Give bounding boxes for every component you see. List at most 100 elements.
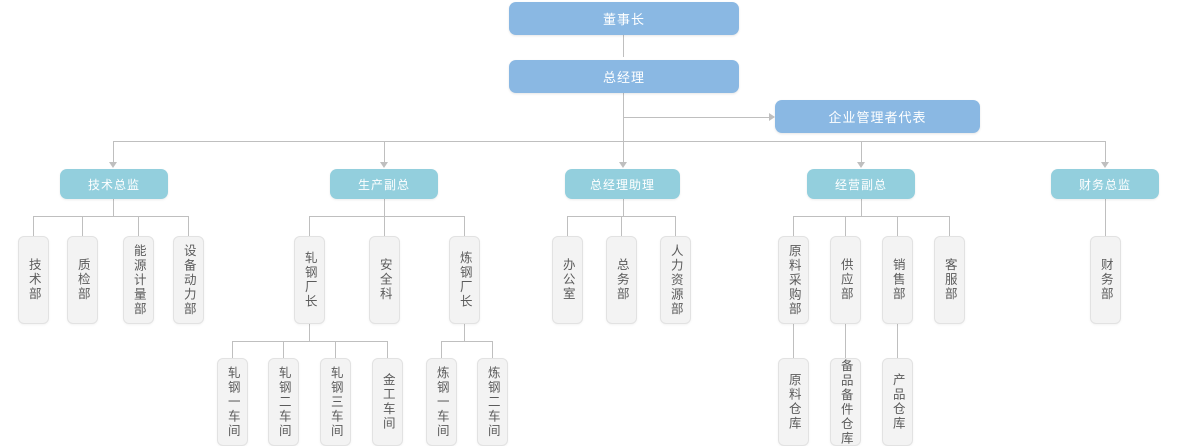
node-director-business[interactable]: 经营副总 bbox=[807, 169, 915, 199]
connector-prod-bus bbox=[309, 216, 464, 217]
node-workshop-machining-label: 金工车间 bbox=[380, 373, 396, 431]
connector-prod-stem bbox=[384, 199, 385, 216]
node-dept-supply[interactable]: 供应部 bbox=[830, 236, 861, 324]
node-dept-equipment-power-label: 设备动力部 bbox=[181, 243, 197, 317]
node-dept-human-resources-label: 人力资源部 bbox=[668, 243, 684, 317]
node-dept-customer-service-label: 客服部 bbox=[942, 258, 958, 302]
connector-prod-drop-0 bbox=[309, 216, 310, 236]
connector-finance-stem bbox=[1105, 199, 1106, 236]
connector-biz-bus bbox=[793, 216, 949, 217]
connector-drop-director-1 bbox=[384, 141, 385, 162]
node-director-production-label: 生产副总 bbox=[357, 177, 410, 192]
node-dept-finance[interactable]: 财务部 bbox=[1090, 236, 1121, 324]
node-workshop-steelmaking-2[interactable]: 炼钢二车间 bbox=[477, 358, 508, 446]
connector-biz-drop-0 bbox=[793, 216, 794, 236]
connector-tech-drop-1 bbox=[82, 216, 83, 236]
connector-director-bus bbox=[113, 141, 1106, 142]
node-workshop-rolling-1-label: 轧钢一车间 bbox=[225, 365, 241, 439]
node-dept-equipment-power[interactable]: 设备动力部 bbox=[173, 236, 204, 324]
connector-prod-drop-2 bbox=[464, 216, 465, 236]
connector-biz-drop-2 bbox=[897, 216, 898, 236]
node-dept-quality-inspection-label: 质检部 bbox=[75, 258, 91, 302]
node-workshop-rolling-3[interactable]: 轧钢三车间 bbox=[320, 358, 351, 446]
node-dept-steelmaking-director-label: 炼钢厂长 bbox=[457, 251, 473, 309]
node-dept-supply-label: 供应部 bbox=[838, 258, 854, 302]
arrow-down-director-4 bbox=[1101, 162, 1109, 168]
node-director-gm-assistant-label: 总经理助理 bbox=[589, 177, 655, 192]
node-warehouse-raw-material[interactable]: 原料仓库 bbox=[778, 358, 809, 446]
node-dept-office[interactable]: 办公室 bbox=[552, 236, 583, 324]
node-dept-human-resources[interactable]: 人力资源部 bbox=[660, 236, 691, 324]
node-director-technical-label: 技术总监 bbox=[87, 177, 140, 192]
node-dept-general-affairs-label: 总务部 bbox=[614, 258, 630, 302]
arrow-down-director-2 bbox=[619, 162, 627, 168]
node-dept-rolling-mill-director[interactable]: 轧钢厂长 bbox=[294, 236, 325, 324]
connector-gm-mgmt-rep bbox=[623, 117, 769, 118]
node-warehouse-product-label: 产品仓库 bbox=[890, 373, 906, 431]
node-director-business-label: 经营副总 bbox=[834, 177, 887, 192]
connector-drop-director-4 bbox=[1105, 141, 1106, 162]
node-warehouse-spare-parts[interactable]: 备品备件仓库 bbox=[830, 358, 861, 446]
node-dept-energy-metering-label: 能源计量部 bbox=[131, 243, 147, 317]
node-dept-customer-service[interactable]: 客服部 bbox=[934, 236, 965, 324]
connector-drop-director-2 bbox=[623, 141, 624, 162]
node-workshop-steelmaking-1[interactable]: 炼钢一车间 bbox=[426, 358, 457, 446]
connector-assist-stem bbox=[623, 199, 624, 216]
node-general-manager[interactable]: 总经理 bbox=[509, 60, 739, 93]
connector-tech-drop-3 bbox=[188, 216, 189, 236]
connector-assist-drop-1 bbox=[621, 216, 622, 236]
node-workshop-rolling-2-label: 轧钢二车间 bbox=[276, 365, 292, 439]
node-dept-safety[interactable]: 安全科 bbox=[369, 236, 400, 324]
node-director-gm-assistant[interactable]: 总经理助理 bbox=[565, 169, 680, 199]
node-chairman-label: 董事长 bbox=[602, 13, 645, 28]
connector-rolling-drop-0 bbox=[232, 341, 233, 358]
node-dept-safety-label: 安全科 bbox=[377, 258, 393, 302]
connector-tech-stem bbox=[113, 199, 114, 216]
node-dept-rolling-mill-director-label: 轧钢厂长 bbox=[302, 251, 318, 309]
arrow-down-director-3 bbox=[857, 162, 865, 168]
connector-tech-drop-0 bbox=[33, 216, 34, 236]
node-dept-office-label: 办公室 bbox=[560, 258, 576, 302]
connector-rolling-bus bbox=[232, 341, 387, 342]
node-general-manager-label: 总经理 bbox=[602, 71, 645, 86]
node-director-production[interactable]: 生产副总 bbox=[330, 169, 438, 199]
connector-steel-drop-1 bbox=[492, 341, 493, 358]
node-workshop-steelmaking-1-label: 炼钢一车间 bbox=[434, 365, 450, 439]
connector-rolling-stem bbox=[309, 323, 310, 341]
connector-warehouse-2 bbox=[897, 323, 898, 358]
connector-drop-director-0 bbox=[113, 141, 114, 162]
node-dept-raw-material-purchasing[interactable]: 原料采购部 bbox=[778, 236, 809, 324]
node-workshop-rolling-2[interactable]: 轧钢二车间 bbox=[268, 358, 299, 446]
connector-tech-bus bbox=[33, 216, 188, 217]
connector-biz-stem bbox=[861, 199, 862, 216]
connector-biz-drop-1 bbox=[845, 216, 846, 236]
connector-rolling-drop-2 bbox=[335, 341, 336, 358]
arrow-down-director-0 bbox=[109, 162, 117, 168]
connector-steel-drop-0 bbox=[441, 341, 442, 358]
connector-biz-drop-3 bbox=[949, 216, 950, 236]
connector-chairman-gm bbox=[623, 35, 624, 57]
connector-rolling-drop-1 bbox=[283, 341, 284, 358]
node-dept-steelmaking-director[interactable]: 炼钢厂长 bbox=[449, 236, 480, 324]
node-dept-sales[interactable]: 销售部 bbox=[882, 236, 913, 324]
node-director-finance[interactable]: 财务总监 bbox=[1051, 169, 1159, 199]
node-workshop-machining[interactable]: 金工车间 bbox=[372, 358, 403, 446]
node-workshop-rolling-1[interactable]: 轧钢一车间 bbox=[217, 358, 248, 446]
node-management-representative[interactable]: 企业管理者代表 bbox=[775, 100, 980, 133]
connector-steel-bus bbox=[441, 341, 492, 342]
connector-assist-drop-2 bbox=[675, 216, 676, 236]
node-warehouse-product[interactable]: 产品仓库 bbox=[882, 358, 913, 446]
node-dept-general-affairs[interactable]: 总务部 bbox=[606, 236, 637, 324]
connector-prod-drop-1 bbox=[384, 216, 385, 236]
node-workshop-rolling-3-label: 轧钢三车间 bbox=[328, 365, 344, 439]
node-chairman[interactable]: 董事长 bbox=[509, 2, 739, 35]
connector-steel-stem bbox=[464, 323, 465, 341]
connector-warehouse-1 bbox=[845, 323, 846, 358]
node-dept-finance-label: 财务部 bbox=[1098, 258, 1114, 302]
node-dept-energy-metering[interactable]: 能源计量部 bbox=[123, 236, 154, 324]
node-director-technical[interactable]: 技术总监 bbox=[60, 169, 168, 199]
connector-rolling-drop-3 bbox=[387, 341, 388, 358]
node-dept-quality-inspection[interactable]: 质检部 bbox=[67, 236, 98, 324]
node-dept-technology[interactable]: 技术部 bbox=[18, 236, 49, 324]
node-dept-technology-label: 技术部 bbox=[26, 258, 42, 302]
